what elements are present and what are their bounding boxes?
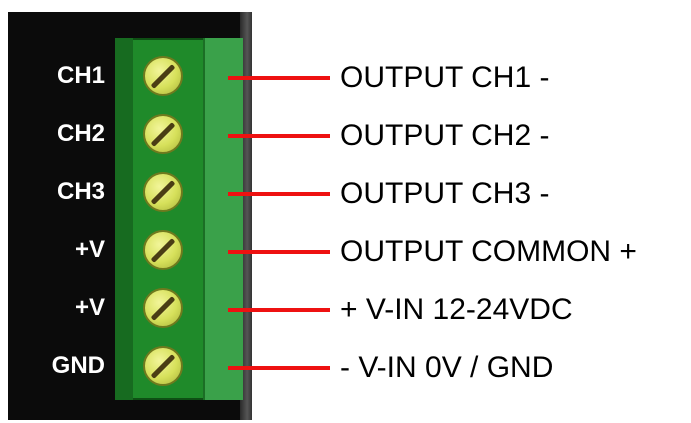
screw-terminal-ch2 — [143, 114, 183, 154]
wire-vin — [228, 308, 330, 312]
screw-terminal-common — [143, 230, 183, 270]
terminal-label-ch2: CH2 — [56, 120, 105, 147]
wire-ch2 — [228, 134, 330, 138]
terminal-description-ch3: OUTPUT CH3 - — [340, 177, 550, 210]
wire-common — [228, 250, 330, 254]
device-panel-edge — [240, 12, 252, 420]
screw-terminal-ch1 — [143, 56, 183, 96]
terminal-description-ch2: OUTPUT CH2 - — [340, 119, 550, 152]
terminal-label-ch3: CH3 — [56, 178, 105, 205]
wire-ch1 — [228, 76, 330, 80]
terminal-description-common: OUTPUT COMMON + — [340, 235, 637, 268]
terminal-description-gnd: - V-IN 0V / GND — [340, 351, 554, 384]
terminal-description-ch1: OUTPUT CH1 - — [340, 61, 550, 94]
screw-terminal-gnd — [143, 346, 183, 386]
terminal-description-vin: + V-IN 12-24VDC — [340, 293, 573, 326]
terminal-label-common: +V — [74, 236, 105, 263]
terminal-block-left-rail — [115, 38, 133, 400]
terminal-label-vin: +V — [74, 294, 105, 321]
wire-gnd — [228, 366, 330, 370]
wire-ch3 — [228, 192, 330, 196]
terminal-block-right-rail — [203, 38, 243, 400]
terminal-label-ch1: CH1 — [56, 62, 105, 89]
screw-terminal-ch3 — [143, 172, 183, 212]
terminal-label-gnd: GND — [51, 352, 105, 379]
screw-terminal-vin — [143, 288, 183, 328]
